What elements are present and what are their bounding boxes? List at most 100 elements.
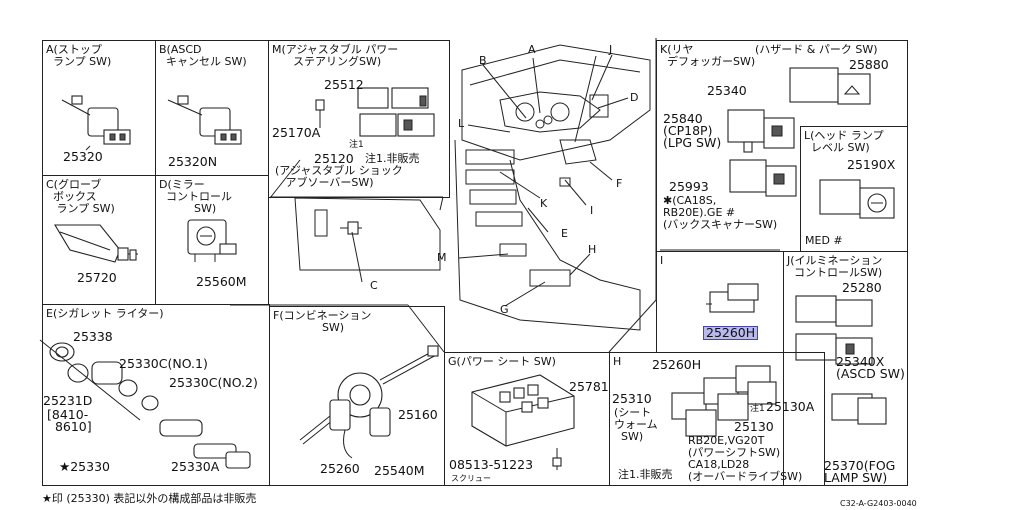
glove-box-lamp-switch-drawing <box>54 224 138 263</box>
panel-I: I 25260H <box>656 251 784 353</box>
part-number: 25190X <box>847 157 896 172</box>
headlamp-level-switch-drawing <box>819 179 895 219</box>
overview-label-H: H <box>588 243 597 256</box>
panel-H-sub: (シート ウォーム SW) <box>614 406 658 443</box>
part-number: 25370(FOG LAMP SW) <box>824 458 896 485</box>
adjustable-steering-switch-drawing <box>315 87 435 137</box>
panel-E-title: E(シガレット ライター) <box>46 307 164 320</box>
overview-label-B: B <box>479 54 487 67</box>
overview-label-C: C <box>370 279 378 292</box>
illumination-control-switch-drawing <box>795 295 887 425</box>
cigarette-lighter-drawing <box>39 339 251 469</box>
panel-A: A(ストップ ランプ SW) 25320 <box>42 40 156 176</box>
part-number: 25320N <box>168 154 218 169</box>
panel-B: B(ASCD キャンセル SW) 25320N <box>155 40 269 176</box>
illumination-switch-I-drawing <box>706 283 759 313</box>
part-number: 25170A <box>272 125 321 140</box>
panel-M-title: M(アジャスタブル パワー ステアリングSW) <box>272 43 399 68</box>
power-seat-switch-drawing <box>471 374 575 470</box>
panel-C-title: C(グローブ ボックス ランプ SW) <box>46 178 115 215</box>
overview-label-A: A <box>528 43 536 56</box>
part-number: 25330A <box>171 459 220 474</box>
part-number: 25120 <box>314 151 354 166</box>
panel-L-title: L(ヘッド ランプ レベル SW) <box>804 129 884 154</box>
part-number: 25160 <box>398 407 438 422</box>
panel-L-note: MED # <box>805 234 843 247</box>
part-number: 25260H <box>652 357 702 372</box>
part-number: 25320 <box>63 149 103 164</box>
screw-label: スクリュー <box>451 474 491 483</box>
footer-note: ★印 (25330) 表記以外の構成部品は非販売 <box>42 492 257 505</box>
ascd-cancel-switch-drawing <box>167 95 242 145</box>
note-not-sold: 注1.非販売 <box>618 468 673 481</box>
dashboard-overview-drawing <box>294 44 651 331</box>
panel-J: J(イルミネーション コントロールSW) 25280 25340X (ASCD … <box>783 251 908 486</box>
footer-code: C32-A-G2403-0040 <box>840 499 917 508</box>
part-number: 25330C(NO.2) <box>169 375 258 390</box>
part-number: 25540M <box>374 463 425 478</box>
panel-L: L(ヘッド ランプ レベル SW) 25190X MED # <box>800 126 908 252</box>
panel-A-title: A(ストップ ランプ SW) <box>46 43 112 68</box>
stop-lamp-switch-drawing <box>61 95 131 151</box>
overview-label-E: E <box>561 227 568 240</box>
part-number: 25260 <box>320 461 360 476</box>
overview-label-L: L <box>458 117 465 130</box>
overview-label-F: F <box>616 177 623 190</box>
note-mark: 注1 <box>349 140 364 150</box>
part-number-highlighted[interactable]: 25260H <box>703 326 759 340</box>
part-number: 08513-51223 <box>449 457 534 472</box>
part-number: [8410- 8610] <box>47 407 92 434</box>
panel-H-notes: RB20E,VG20T (パワーシフトSW) CA18,LD28 (オーバードラ… <box>688 434 803 483</box>
panel-K: K(リヤ デフォッガーSW) (ハザード & パーク SW) 25880 253… <box>656 40 908 252</box>
overview-leaders <box>351 54 629 307</box>
panel-G-title: G(パワー シート SW) <box>448 355 556 368</box>
overview-label-J: J <box>609 43 613 56</box>
panel-B-title: B(ASCD キャンセル SW) <box>159 43 247 68</box>
combination-switch-drawing <box>299 345 439 459</box>
panel-K-note: ✱(CA18S, RB20E).GE # (バックスキャナーSW) <box>663 194 778 231</box>
panel-M: M(アジャスタブル パワー ステアリングSW) 25512 25170A 251… <box>268 40 450 198</box>
part-number: 25840 (CP18P) (LPG SW) <box>663 111 722 150</box>
overview-label-I: I <box>590 204 594 217</box>
part-number: 25130A <box>766 399 815 414</box>
panel-I-title: I <box>660 254 664 267</box>
overview-label-M: M <box>437 251 447 264</box>
panel-K-title: K(リヤ デフォッガーSW) <box>660 43 756 68</box>
part-number: 25993 <box>669 179 709 194</box>
panel-G: G(パワー シート SW) 25781 08513-51223 スクリュー <box>444 352 610 486</box>
panel-H: H 25260H 25310 (シート ウォーム SW) 注1 25130A 2… <box>609 352 825 486</box>
part-number: 25231D <box>43 393 93 408</box>
part-number: 25340X (ASCD SW) <box>836 354 905 381</box>
panel-K-hazard: (ハザード & パーク SW) <box>755 43 878 56</box>
note-mark: 注1 <box>750 404 765 414</box>
mirror-control-switch-drawing <box>187 219 237 262</box>
part-number: 25310 <box>612 391 652 406</box>
panel-D-title: D(ミラー コントロール SW) <box>159 178 232 215</box>
overview-label-D: D <box>630 91 639 104</box>
overview-label-K: K <box>540 197 548 210</box>
panel-F: F(コンビネーション SW) 25160 25260 25540M <box>269 306 445 486</box>
part-number: 25560M <box>196 274 247 289</box>
panel-D: D(ミラー コントロール SW) 25560M <box>155 175 269 305</box>
part-number: 25130 <box>734 419 774 434</box>
overview-label-G: G <box>500 303 509 316</box>
panel-H-title: H <box>613 355 622 368</box>
part-number: 25720 <box>77 270 117 285</box>
seat-warmer-switch-drawing <box>671 365 777 437</box>
panel-E: E(シガレット ライター) 25338 25330C(NO.1) 25330C(… <box>42 304 270 486</box>
part-number: 25512 <box>324 77 364 92</box>
part-number: 25338 <box>73 329 113 344</box>
part-number: 25280 <box>842 280 882 295</box>
panel-F-title: F(コンビネーション SW) <box>273 309 372 334</box>
part-number: 25781 <box>569 379 609 394</box>
note-not-sold: 注1.非販売 <box>365 152 420 165</box>
part-number: 25340 <box>707 83 747 98</box>
panel-J-title: J(イルミネーション コントロールSW) <box>787 254 883 279</box>
panel-M-caption: (アジャスタブル ショック アブソーバーSW) <box>275 164 403 189</box>
rear-defogger-switch-drawing <box>727 67 871 197</box>
part-number: ★25330 <box>59 459 110 474</box>
part-number: 25330C(NO.1) <box>119 356 208 371</box>
part-number: 25880 <box>849 57 889 72</box>
